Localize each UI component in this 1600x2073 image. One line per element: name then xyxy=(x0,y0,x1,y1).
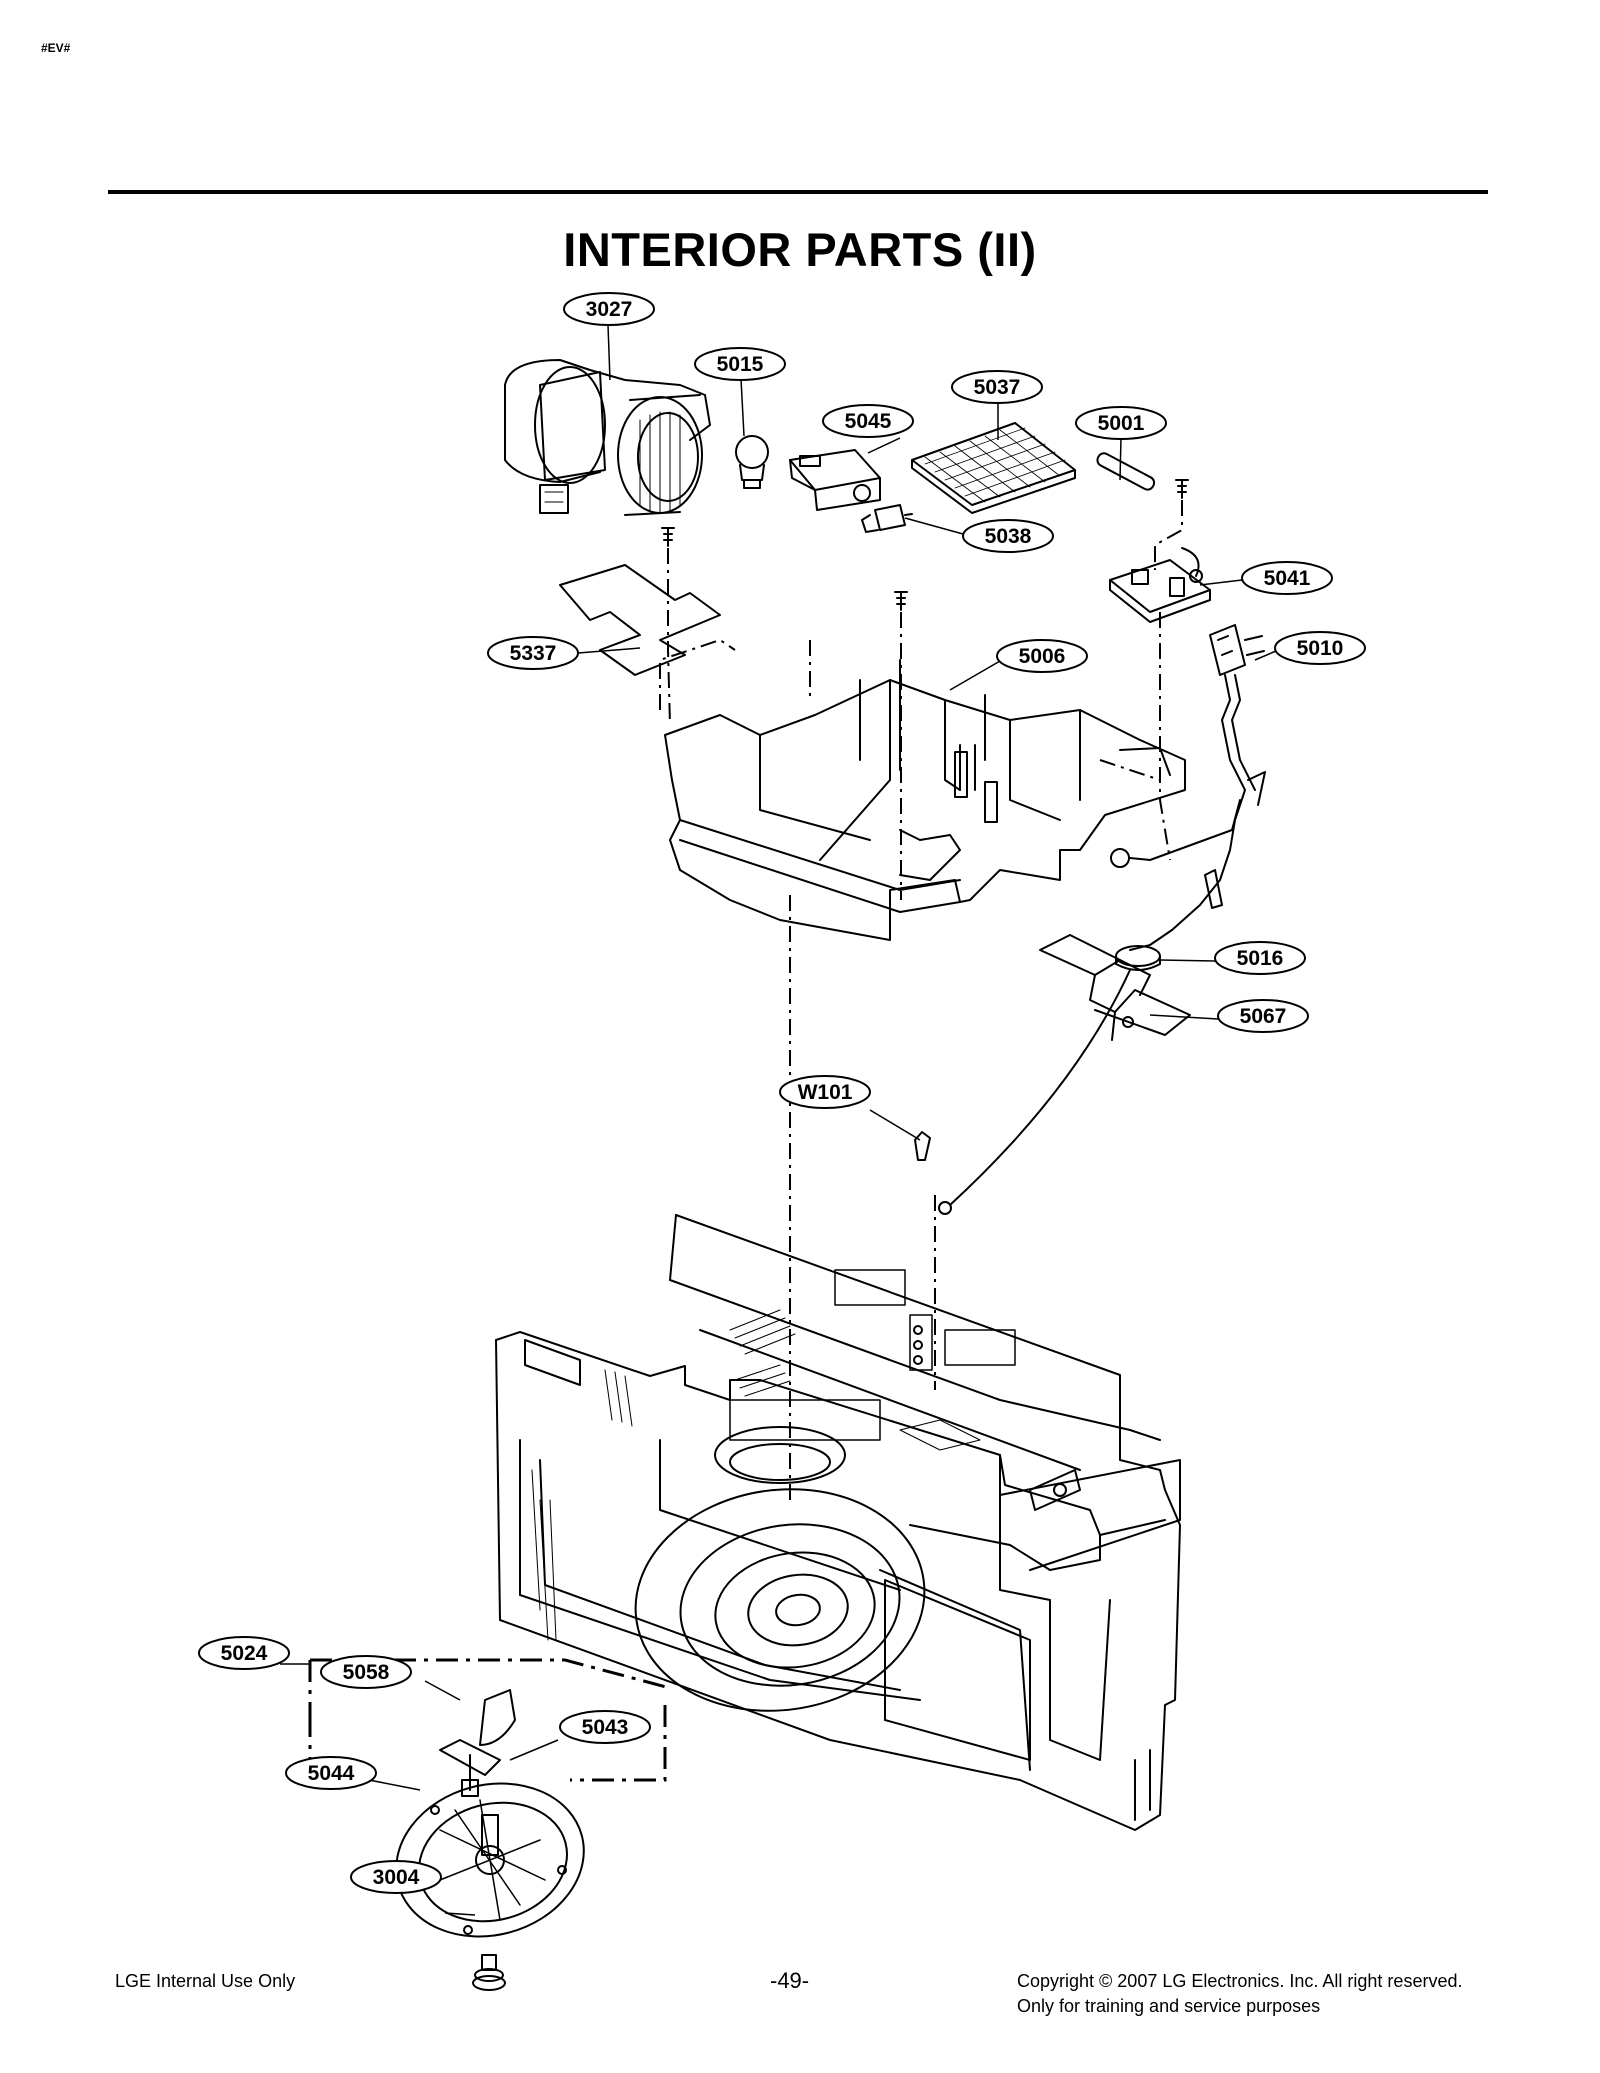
callout-5044-label: 5044 xyxy=(308,1762,355,1785)
ground-wire xyxy=(949,969,1131,1206)
callout-3027-oval xyxy=(563,292,655,326)
grease-filter-part xyxy=(911,422,1076,514)
callout-5045-label: 5045 xyxy=(845,410,892,433)
callout-5001-label: 5001 xyxy=(1098,412,1145,435)
callout-3004-label: 3004 xyxy=(373,1866,420,1889)
lamp-holder-part xyxy=(789,449,881,511)
base-plate-part xyxy=(664,659,1186,941)
callout-5010-oval xyxy=(1274,631,1366,665)
callout-5043-label: 5043 xyxy=(582,1716,629,1739)
callout-5037-label: 5037 xyxy=(974,376,1021,399)
callout-5015-oval xyxy=(694,347,786,381)
callout-5037-oval xyxy=(951,370,1043,404)
callout-5016-oval xyxy=(1214,941,1306,975)
foot-part xyxy=(472,1954,506,1991)
power-cord-part xyxy=(1110,624,1266,951)
noise-filter-part xyxy=(1109,547,1211,623)
lamp-part xyxy=(735,435,769,489)
callout-W101-label: W101 xyxy=(798,1081,853,1104)
thermostat-part xyxy=(1115,945,1161,971)
callout-5024-label: 5024 xyxy=(221,1642,268,1665)
header-rule xyxy=(108,190,1488,194)
turntable-motor-assembly xyxy=(439,1689,516,1797)
document-marker: #EV# xyxy=(41,41,71,55)
callout-5038-label: 5038 xyxy=(985,525,1032,548)
callout-3027-label: 3027 xyxy=(586,298,633,321)
callout-5006-oval xyxy=(996,639,1088,673)
footer-training-note: Only for training and service purposes xyxy=(1017,1996,1321,2016)
callout-5067-label: 5067 xyxy=(1240,1005,1287,1028)
motor-plate-part xyxy=(395,1782,585,1938)
thermostat-bracket-part xyxy=(1039,934,1191,1041)
page-title: INTERIOR PARTS (II) xyxy=(563,223,1037,276)
callout-5024-oval xyxy=(198,1636,290,1670)
oven-cavity-part xyxy=(495,1214,1181,1831)
callout-5016-label: 5016 xyxy=(1237,947,1284,970)
callout-5001-oval xyxy=(1075,406,1167,440)
footer-copyright: Copyright © 2007 LG Electronics. Inc. Al… xyxy=(1017,1971,1463,1991)
callout-5041-oval xyxy=(1241,561,1333,595)
callout-5337-oval xyxy=(487,636,579,670)
callout-5041-label: 5041 xyxy=(1264,567,1311,590)
page-number: -49- xyxy=(770,1968,810,1993)
callout-5067-oval xyxy=(1217,999,1309,1033)
callout-5044-oval xyxy=(285,1756,377,1790)
callout-5043-oval xyxy=(559,1710,651,1744)
screw-part xyxy=(661,479,1189,1161)
callout-W101-oval xyxy=(779,1075,871,1109)
callout-5045-oval xyxy=(822,404,914,438)
lamp-socket-part xyxy=(861,504,913,533)
callout-5058-oval xyxy=(320,1655,412,1689)
callout-3004-oval xyxy=(350,1860,442,1894)
callout-5015-label: 5015 xyxy=(717,353,764,376)
blower-motor-part xyxy=(504,359,711,516)
callout-5038-oval xyxy=(962,519,1054,553)
callout-5010-label: 5010 xyxy=(1297,637,1344,660)
callout-5337-label: 5337 xyxy=(510,642,557,665)
insulation-sheet-part xyxy=(559,564,721,676)
footer-internal-use: LGE Internal Use Only xyxy=(115,1971,296,1991)
callout-5058-label: 5058 xyxy=(343,1661,390,1684)
fuse-part xyxy=(1096,452,1156,491)
callout-5006-label: 5006 xyxy=(1019,645,1066,668)
